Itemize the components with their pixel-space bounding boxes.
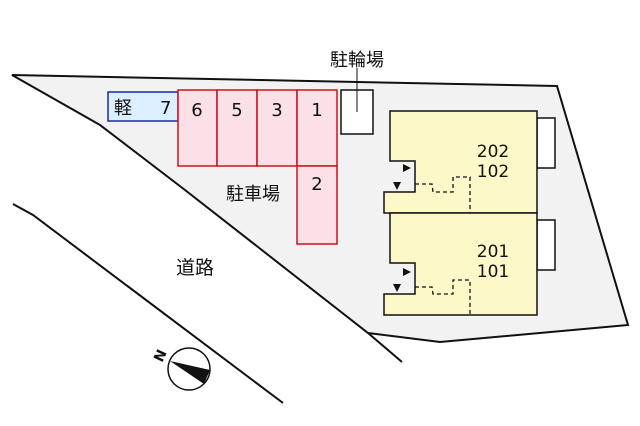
entrance-arrow-icon (393, 182, 401, 190)
parking-label: 駐車場 (226, 184, 280, 205)
north-label: N (151, 347, 170, 364)
stall-label: 1 (311, 100, 322, 121)
stall-label: 7 (160, 98, 171, 119)
unit-label: 201 (477, 242, 509, 262)
balcony (536, 219, 556, 271)
kei-label: 軽 (114, 98, 132, 119)
road-label: 道路 (176, 257, 214, 279)
stall-label: 3 (271, 100, 282, 121)
parking-stall-6 (177, 89, 218, 167)
balcony (536, 117, 556, 169)
stall-label: 2 (311, 174, 322, 195)
building-outline (383, 212, 538, 316)
bicycle-parking: 駐輪場 (330, 50, 384, 135)
parking-stall-5 (216, 89, 258, 167)
entrance-arrow-icon (403, 268, 411, 276)
building-outline (383, 110, 538, 214)
building-lower: 201 101 (383, 212, 556, 316)
road-far-edge-line (12, 203, 284, 404)
parking-area: 軽 7 6 5 3 1 2 駐車場 (107, 89, 338, 245)
entrance-arrow-icon (393, 284, 401, 292)
parking-stall-1 (296, 89, 338, 167)
road-edge-line (367, 332, 403, 363)
building-upper: 202 102 (383, 110, 556, 214)
unit-label: 102 (477, 162, 509, 182)
walkway-dashed (415, 279, 471, 315)
bicycle-parking-label: 駐輪場 (330, 50, 384, 71)
stall-label: 6 (191, 100, 202, 121)
unit-label: 202 (477, 142, 509, 162)
unit-label: 101 (477, 262, 509, 282)
parking-stall-2 (296, 165, 338, 245)
parking-stall-kei-7 (107, 91, 179, 122)
entrance-arrow-icon (403, 164, 411, 172)
north-arrow-icon: N (151, 347, 211, 391)
walkway-dashed (415, 176, 471, 213)
stall-label: 5 (231, 100, 242, 121)
